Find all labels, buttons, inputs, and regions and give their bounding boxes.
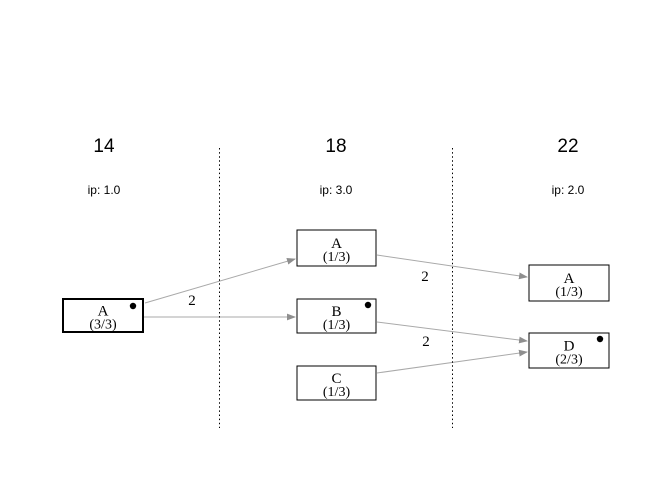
node-label-A-18: A — [331, 236, 342, 252]
node-box-A-18 — [296, 229, 377, 267]
headers-layer: 14 ip: 1.0 18 ip: 3.0 22 ip: 2.0 — [88, 136, 585, 197]
edge-label-A-18-to-A-22: 2 — [421, 269, 429, 285]
node-box-D-22 — [528, 332, 610, 369]
edge-A-18-to-A-22 — [376, 254, 528, 280]
edge-A-14-to-A-18 — [144, 257, 296, 304]
node-sublabel-A-22: (1/3) — [555, 285, 583, 300]
node-sublabel-A-14: (3/3) — [89, 318, 117, 333]
node-label-A-14: A — [98, 304, 109, 320]
node-A-18: A(1/3) — [296, 229, 377, 267]
edge-label-B-18-to-D-22: 2 — [422, 334, 430, 350]
marker-dot-icon — [129, 302, 137, 310]
node-label-C-18: C — [331, 371, 341, 387]
node-label-A-22: A — [564, 271, 575, 287]
node-A-14: A(3/3) — [62, 298, 144, 333]
marker-dot-icon — [364, 301, 372, 309]
column-header-18: 18 — [325, 136, 346, 157]
node-label-D-22: D — [564, 339, 575, 355]
node-sublabel-C-18: (1/3) — [323, 385, 351, 400]
node-box-C-18 — [296, 365, 377, 401]
node-label-B-18: B — [331, 304, 341, 320]
column-header-22: 22 — [557, 136, 578, 157]
node-sublabel-B-18: (1/3) — [323, 318, 351, 333]
node-sublabel-A-18: (1/3) — [323, 250, 351, 265]
edge-label-A-14-to-A-18: 2 — [188, 293, 196, 309]
node-B-18: B(1/3) — [296, 298, 377, 334]
column-subheader-18: ip: 3.0 — [320, 183, 353, 197]
column-header-14: 14 — [93, 136, 115, 157]
column-subheader-22: ip: 2.0 — [552, 183, 585, 197]
node-A-22: A(1/3) — [528, 264, 610, 302]
edge-B-18-to-D-22 — [376, 321, 528, 344]
node-box-A-22 — [528, 264, 610, 302]
marker-dot-icon — [596, 335, 604, 343]
nodes-layer: A(3/3)A(1/3)B(1/3)C(1/3)A(1/3)D(2/3) — [62, 229, 610, 401]
node-box-A-14 — [62, 298, 144, 333]
node-D-22: D(2/3) — [528, 332, 610, 369]
column-subheader-14: ip: 1.0 — [88, 183, 121, 197]
separators-layer — [219, 148, 453, 428]
node-sublabel-D-22: (2/3) — [555, 353, 583, 368]
node-C-18: C(1/3) — [296, 365, 377, 401]
node-box-B-18 — [296, 298, 377, 334]
